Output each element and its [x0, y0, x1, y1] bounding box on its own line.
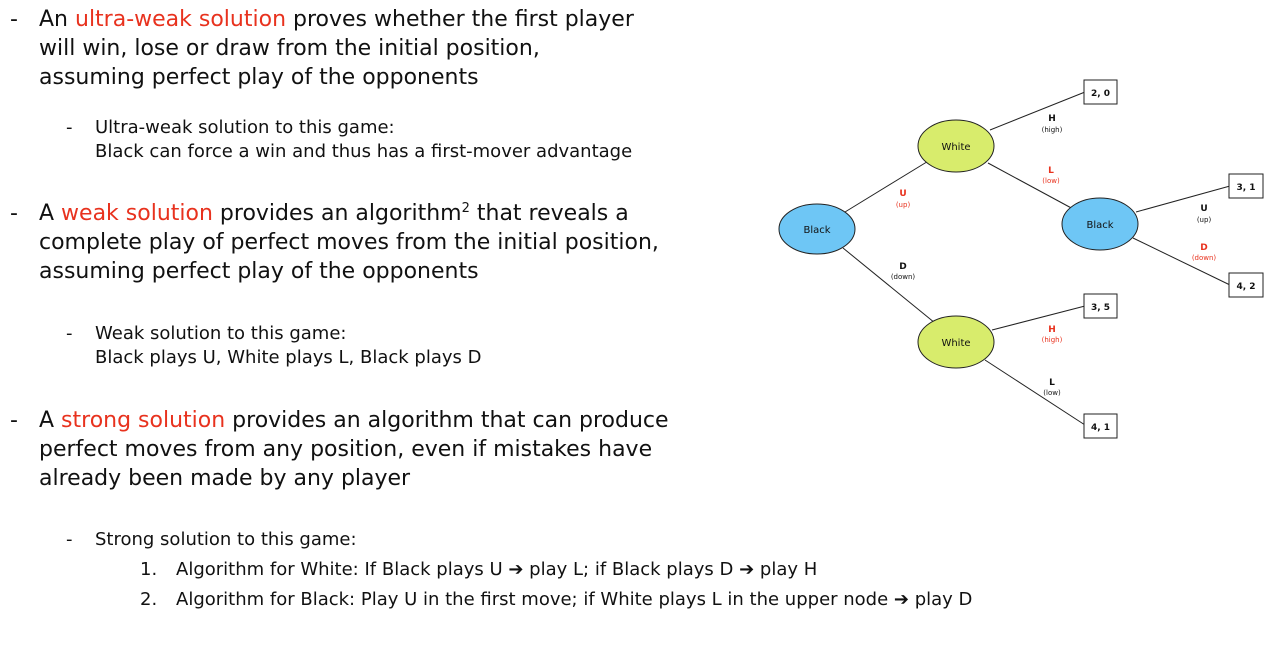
ultra-weak-sub-line-1: Ultra-weak solution to this game:	[95, 117, 395, 138]
ultra-weak-line-1-rest: proves whether the first player	[286, 7, 634, 32]
node-upper-white-label: White	[941, 142, 970, 153]
payoff-lower-high-value: 3, 5	[1091, 303, 1110, 313]
payoff-lower-high: 3, 5	[1083, 293, 1118, 319]
payoff-box	[1083, 79, 1118, 105]
payoff-inner-up: 3, 1	[1228, 173, 1264, 199]
edge-label: L	[1048, 166, 1054, 176]
strong-item-1: 1. Algorithm for White: If Black plays U …	[140, 558, 817, 582]
weak-prefix: A	[39, 201, 62, 226]
edge-sublabel: (high)	[1042, 126, 1063, 134]
strong-item-2: 2. Algorithm for Black: Play U in the fir…	[140, 588, 972, 612]
node-inner-black: Black	[1061, 197, 1139, 251]
white-node-shape	[917, 119, 995, 173]
payoff-top: 2, 0	[1083, 79, 1118, 105]
node-root: Black	[778, 203, 856, 255]
tree-edges	[842, 91, 1231, 426]
weak-sub-line-2: Black plays U, White plays L, Black play…	[95, 347, 482, 368]
edge-label-root-up: U (up)	[896, 189, 911, 209]
edge-label: D	[1200, 243, 1207, 253]
edge-inner-down	[1132, 237, 1231, 286]
item-text: Algorithm for White: If Black plays U ➔ …	[176, 559, 818, 580]
edge-label: U	[1200, 204, 1207, 214]
weak-line-3: assuming perfect play of the opponents	[39, 259, 479, 284]
weak-term: weak solution	[61, 201, 213, 226]
item-text: Algorithm for Black: Play U in the first…	[176, 589, 973, 610]
weak-line-1: A weak solution provides an algorithm2 t…	[39, 199, 659, 228]
edge-lower-high	[991, 305, 1086, 331]
strong-line-1: A strong solution provides an algorithm …	[39, 406, 669, 435]
edge-label-lower-low: L (low)	[1043, 378, 1061, 397]
ultra-weak-term: ultra-weak solution	[75, 7, 287, 32]
payoff-inner-down-value: 4, 2	[1236, 282, 1255, 292]
node-lower-white: White	[917, 315, 995, 369]
white-node-shape	[917, 315, 995, 369]
edge-root-up	[844, 159, 931, 213]
black-node-shape	[778, 203, 856, 255]
edge-sublabel: (low)	[1042, 177, 1060, 185]
ultra-weak-line-1: An ultra-weak solution proves whether th…	[39, 5, 634, 34]
payoff-lower-low-value: 4, 1	[1091, 423, 1110, 433]
edge-label-lower-high: H (high)	[1042, 325, 1063, 344]
black-node-shape	[1061, 197, 1139, 251]
strong-line-2: perfect moves from any position, even if…	[39, 437, 653, 462]
strong-prefix: A	[39, 408, 62, 433]
edge-label-upper-low: L (low)	[1042, 166, 1060, 185]
strong-line-1-rest: provides an algorithm that can produce	[225, 408, 669, 433]
edge-sublabel: (down)	[891, 273, 916, 281]
edge-lower-low	[984, 359, 1086, 426]
edge-sublabel: (down)	[1192, 254, 1217, 262]
item-number: 1.	[140, 559, 158, 580]
weak-line-1-rest: provides an algorithm	[212, 201, 462, 226]
payoff-inner-down: 4, 2	[1228, 272, 1264, 298]
edge-label-root-down: D (down)	[891, 262, 916, 281]
ultra-weak-line-2: will win, lose or draw from the initial …	[39, 36, 540, 61]
edge-label: L	[1049, 378, 1055, 388]
edge-sublabel: (up)	[896, 201, 911, 209]
edge-upper-low	[987, 162, 1076, 211]
sub-bullet-dash: -	[66, 529, 73, 550]
sub-bullet-dash: -	[66, 323, 73, 344]
bullet-dash: -	[10, 201, 18, 226]
node-lower-white-label: White	[941, 338, 970, 349]
footnote-marker: 2	[461, 201, 470, 216]
payoff-box	[1083, 413, 1118, 439]
strong-line-3: already been made by any player	[39, 466, 411, 491]
weak-line-1-tail: that reveals a	[469, 201, 629, 226]
ultra-weak-line-3: assuming perfect play of the opponents	[39, 65, 479, 90]
payoff-lower-low: 4, 1	[1083, 413, 1118, 439]
edge-label: U	[899, 189, 906, 199]
ultra-weak-prefix: An	[39, 7, 75, 32]
edge-label: H	[1048, 325, 1056, 335]
payoff-box	[1228, 272, 1264, 298]
item-number: 2.	[140, 589, 158, 610]
edge-label-upper-high: H (high)	[1042, 114, 1063, 134]
payoff-top-value: 2, 0	[1091, 89, 1110, 99]
payoff-box	[1228, 173, 1264, 199]
edge-upper-high	[989, 91, 1086, 131]
edge-label: H	[1048, 114, 1056, 124]
payoff-box	[1083, 293, 1118, 319]
weak-sub-line-1: Weak solution to this game:	[95, 323, 347, 344]
node-upper-white: White	[917, 119, 995, 173]
bullet-dash: -	[10, 408, 18, 433]
bullet-dash: -	[10, 7, 18, 32]
strong-term: strong solution	[61, 408, 226, 433]
edge-inner-up	[1135, 185, 1231, 213]
edge-sublabel: (up)	[1197, 216, 1212, 224]
edge-label-inner-down: D (down)	[1192, 243, 1217, 262]
strong-sub-line-1: Strong solution to this game:	[95, 529, 357, 550]
node-root-label: Black	[803, 225, 830, 236]
edge-label-inner-up: U (up)	[1197, 204, 1212, 224]
edge-sublabel: (low)	[1043, 389, 1061, 397]
payoff-inner-up-value: 3, 1	[1236, 183, 1255, 193]
weak-line-2: complete play of perfect moves from the …	[39, 230, 659, 255]
ultra-weak-sub-line-2: Black can force a win and thus has a fir…	[95, 141, 633, 162]
node-inner-black-label: Black	[1086, 220, 1113, 231]
edge-root-down	[842, 247, 936, 324]
edge-sublabel: (high)	[1042, 336, 1063, 344]
edge-label: D	[899, 262, 906, 272]
sub-bullet-dash: -	[66, 117, 73, 138]
